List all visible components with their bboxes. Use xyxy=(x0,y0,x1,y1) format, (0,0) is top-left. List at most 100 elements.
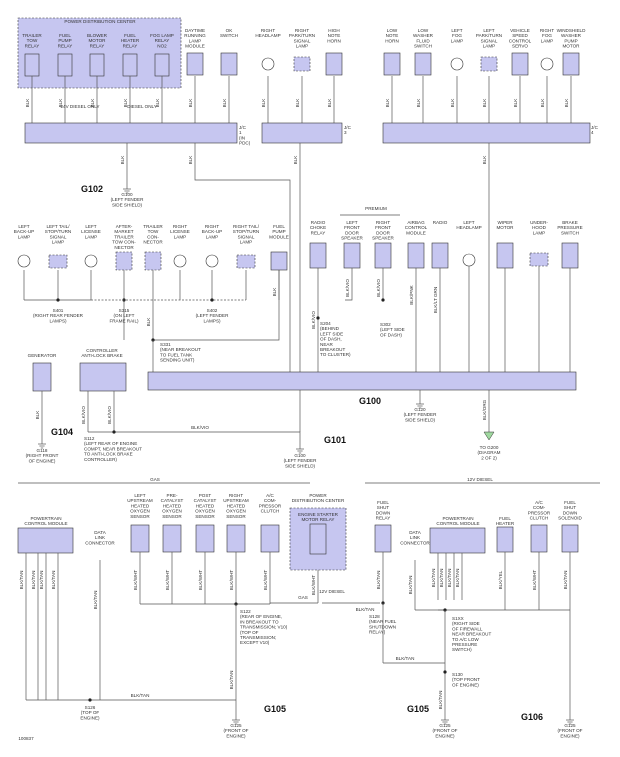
starter-relay xyxy=(309,523,327,555)
diesel24-note: 24V DIESEL ONLY xyxy=(60,104,99,109)
right_license xyxy=(173,254,187,268)
diesel-top-label: 12V DIESEL xyxy=(467,477,493,482)
right_fog xyxy=(540,57,554,71)
s331-rail xyxy=(152,270,280,341)
post_cat_o2 xyxy=(195,524,215,553)
s126-dot xyxy=(88,698,92,702)
left_headlamp xyxy=(462,253,476,267)
right_up_o2-color: BLK/WHT xyxy=(229,570,234,591)
low_note_horn-wire-color: BLK xyxy=(385,98,390,108)
lf-spk-color: BLK/VIO xyxy=(345,279,350,297)
left_backup xyxy=(17,254,31,268)
left_license xyxy=(84,254,98,268)
ok_switch xyxy=(220,52,238,76)
fuel_pump_module xyxy=(270,251,288,271)
fog_lamp_relay xyxy=(154,53,170,77)
fuel-pump-wire-color: BLK xyxy=(272,287,277,297)
left_parkturn xyxy=(480,56,498,72)
fss-color: BLK/TAN xyxy=(563,571,568,590)
s130-dot xyxy=(443,670,447,674)
generator-color: BLK xyxy=(35,410,40,420)
g102-big: G102 xyxy=(81,184,103,194)
pdc-label: POWER DISTRIBUTION CENTER xyxy=(64,19,136,24)
s112-rail-color: BLK/VIO xyxy=(191,425,209,430)
fuel-solenoid xyxy=(561,524,579,553)
right_tail xyxy=(236,254,256,269)
pcm-gas-w1-color: BLK/TAN xyxy=(31,571,36,590)
vss xyxy=(511,52,529,76)
right_parkturn-wire-color: BLK xyxy=(295,98,300,108)
fog_lamp_relay-wire-color: BLK xyxy=(155,98,160,108)
g104-big: G104 xyxy=(51,427,73,437)
jc1-out-b xyxy=(194,143,291,372)
left_up_o2-color: BLK/WHT xyxy=(133,570,138,591)
s302-dot xyxy=(381,298,385,302)
brake_pressure xyxy=(561,242,579,269)
ac-clutch-diesel xyxy=(530,524,548,553)
pcm-diesel-w2-color: BLK/TAN xyxy=(447,569,452,588)
airbag-color: BLK/PNK xyxy=(409,284,414,304)
generator-label: GENERATOR xyxy=(28,353,57,358)
pcm-gas-w2-color: BLK/TAN xyxy=(39,571,44,590)
g120-bus xyxy=(147,371,577,391)
left_fog-wire-color: BLK xyxy=(450,98,455,108)
g200-arrow xyxy=(483,431,495,441)
fuel_pump_relay xyxy=(57,53,73,77)
abs-ctrl xyxy=(79,362,127,392)
airbag xyxy=(407,242,425,269)
radio-color: BLK/LT GRN xyxy=(433,287,438,313)
blower_motor_relay xyxy=(89,53,105,77)
trailer_tow_relay xyxy=(24,53,40,77)
fuel-shutdown xyxy=(374,524,392,553)
fuel_pump_relay-wire-color: BLK xyxy=(58,98,63,108)
g105b-big: G105 xyxy=(407,704,429,714)
fuel_heater_relay xyxy=(122,53,138,77)
ac_clutch_gas-color: BLK/WHT xyxy=(263,570,268,591)
acd-color: BLK/WHT xyxy=(532,570,537,591)
lf_door_spk xyxy=(343,242,361,269)
ok_switch-wire-color: BLK xyxy=(222,98,227,108)
trailer_tow_conn xyxy=(144,251,162,271)
pcm-gas-w0-color: BLK/TAN xyxy=(19,571,24,590)
underhood_lamp xyxy=(529,252,549,267)
s402-dot xyxy=(210,298,214,302)
blower_motor_relay-wire-color: BLK xyxy=(90,98,95,108)
radio_choke xyxy=(309,242,327,269)
pcm-gas xyxy=(17,527,74,554)
jc4-block xyxy=(382,122,591,144)
diesel-only-note: DIESEL ONLY xyxy=(127,104,157,109)
radio-choke-color: BLK/VIO xyxy=(311,311,316,329)
dlc-gas-color: BLK/TAN xyxy=(93,591,98,610)
pre_cat_o2-color: BLK/WHT xyxy=(165,570,170,591)
s401-dot xyxy=(56,298,60,302)
